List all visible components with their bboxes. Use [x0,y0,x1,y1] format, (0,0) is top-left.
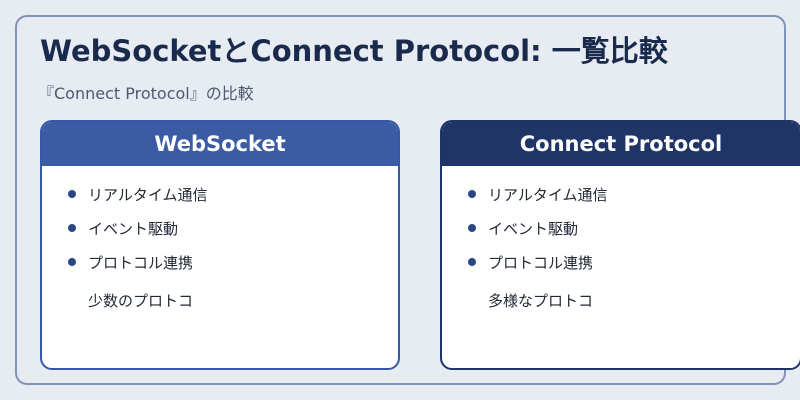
page-title: WebSocketとConnect Protocol: 一覧比較 [40,34,668,68]
bullet-dot-icon [68,258,76,266]
feature-label: イベント駆動 [488,220,579,238]
page-subtitle: 『Connect Protocol』の比較 [38,84,254,103]
feature-label: リアルタイム通信 [488,186,608,204]
websocket-feature-extra: 少数のプロトコ [66,286,398,320]
bullet-dot-icon [468,258,476,266]
websocket-card: WebSocket リアルタイム通信 イベント駆動 プロトコル連携 少数のプロト… [40,120,400,370]
websocket-feature-item: リアルタイム通信 [66,184,398,218]
connect-protocol-feature-list: リアルタイム通信 イベント駆動 プロトコル連携 多様なプロトコ [442,166,800,320]
feature-label: イベント駆動 [88,220,179,238]
bullet-dot-icon [68,190,76,198]
connect-protocol-feature-item: プロトコル連携 [466,252,800,286]
connect-protocol-feature-item: イベント駆動 [466,218,800,252]
websocket-feature-item: イベント駆動 [66,218,398,252]
feature-label: 少数のプロトコ [88,292,194,310]
websocket-feature-list: リアルタイム通信 イベント駆動 プロトコル連携 少数のプロトコ [42,166,398,320]
feature-label: リアルタイム通信 [88,186,208,204]
websocket-card-header: WebSocket [42,122,398,166]
websocket-feature-item: プロトコル連携 [66,252,398,286]
connect-protocol-feature-extra: 多様なプロトコ [466,286,800,320]
bullet-dot-icon [468,224,476,232]
connect-protocol-feature-item: リアルタイム通信 [466,184,800,218]
bullet-dot-icon [468,190,476,198]
connect-protocol-card-header: Connect Protocol [442,122,800,166]
bullet-dot-icon [68,224,76,232]
connect-protocol-card: Connect Protocol リアルタイム通信 イベント駆動 プロトコル連携… [440,120,800,370]
feature-label: プロトコル連携 [88,254,194,272]
feature-label: 多様なプロトコ [488,292,594,310]
feature-label: プロトコル連携 [488,254,594,272]
